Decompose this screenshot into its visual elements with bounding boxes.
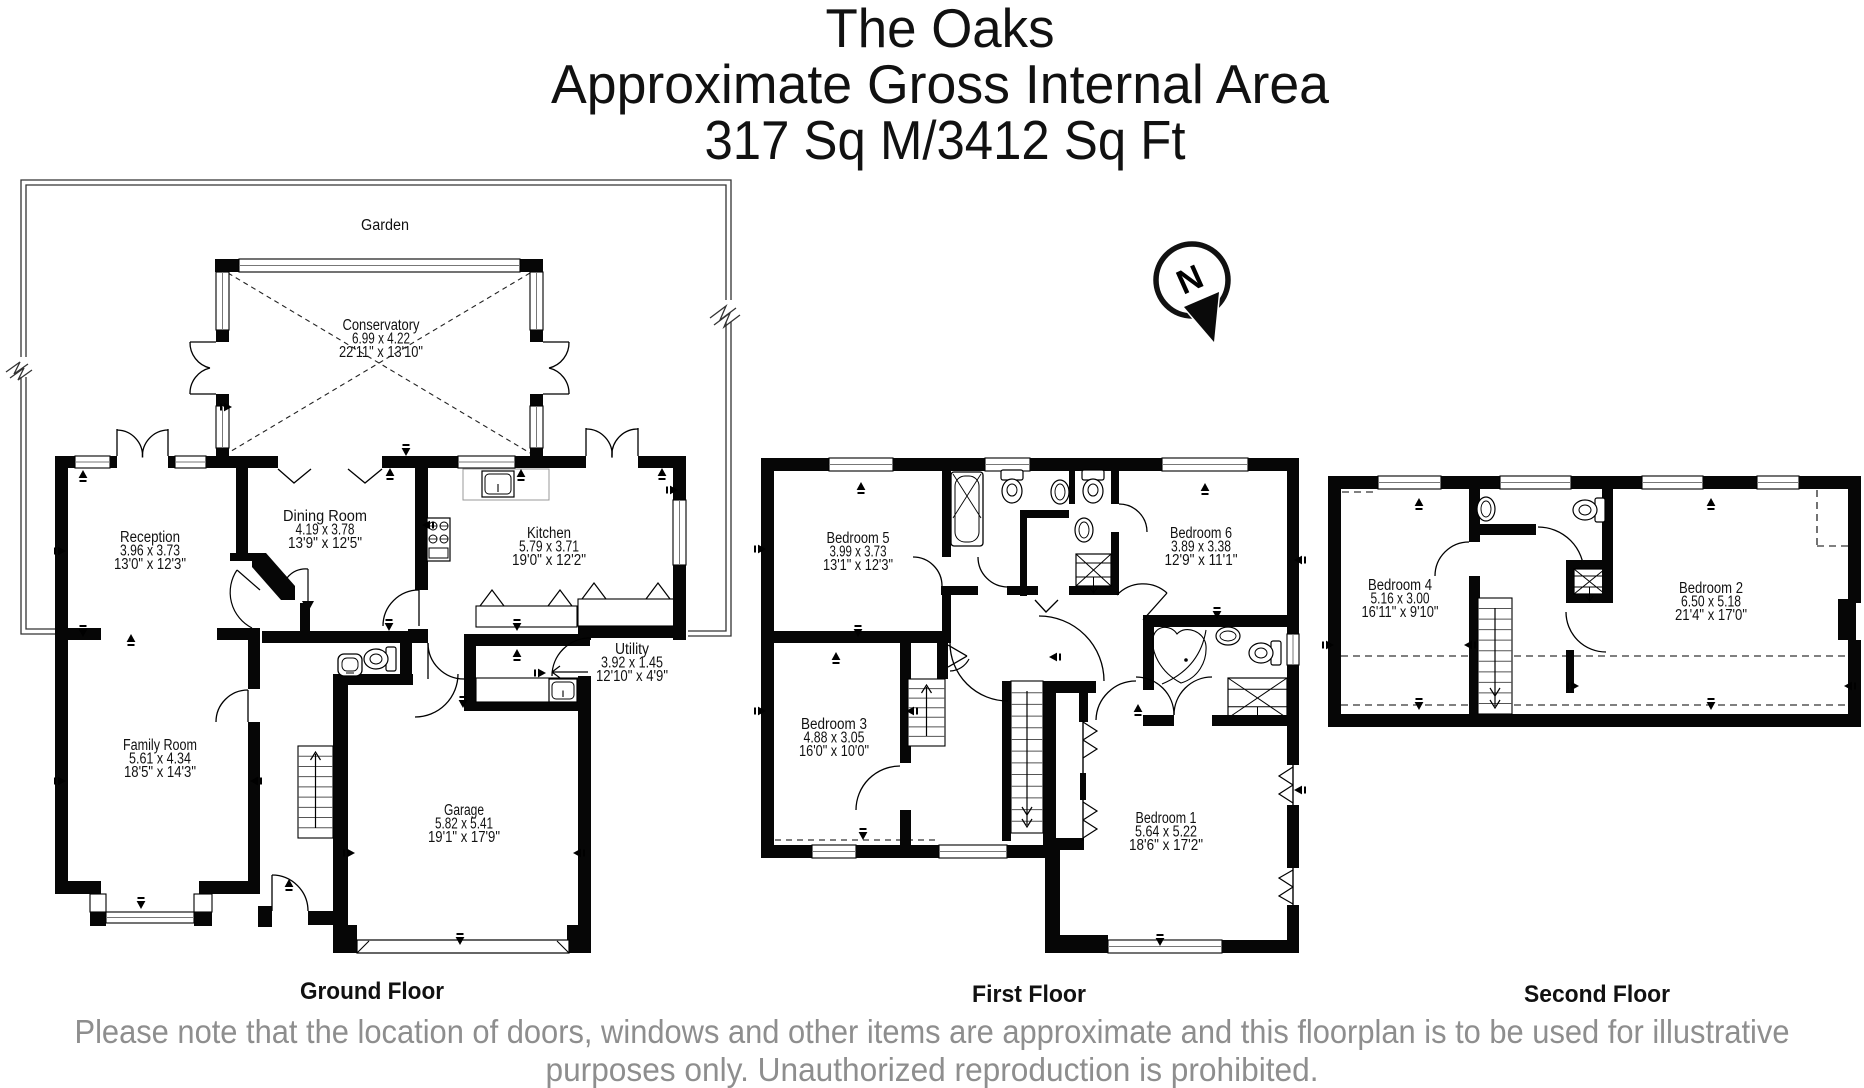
svg-text:Bedroom 1: Bedroom 1 <box>1136 810 1197 827</box>
svg-text:13'1" x 12'3": 13'1" x 12'3" <box>823 557 893 574</box>
svg-text:Second Floor: Second Floor <box>1524 981 1670 1008</box>
svg-text:13'9" x 12'5": 13'9" x 12'5" <box>288 535 362 552</box>
svg-text:Reception: Reception <box>120 529 180 546</box>
svg-text:5.16 x 3.00: 5.16 x 3.00 <box>1371 591 1430 608</box>
svg-text:4.88 x 3.05: 4.88 x 3.05 <box>804 730 865 747</box>
svg-text:Dining Room: Dining Room <box>283 508 367 525</box>
svg-text:Bedroom 6: Bedroom 6 <box>1170 525 1232 542</box>
svg-text:5.61 x 4.34: 5.61 x 4.34 <box>129 751 191 768</box>
svg-text:5.82 x 5.41: 5.82 x 5.41 <box>435 816 493 833</box>
svg-text:21'4" x 17'0": 21'4" x 17'0" <box>1675 607 1747 624</box>
svg-text:Utility: Utility <box>615 641 649 658</box>
svg-text:13'0" x 12'3": 13'0" x 12'3" <box>114 556 186 573</box>
svg-text:Approximate Gross Internal Are: Approximate Gross Internal Area <box>551 53 1329 115</box>
svg-text:6.50 x 5.18: 6.50 x 5.18 <box>1681 594 1741 611</box>
svg-text:Bedroom 2: Bedroom 2 <box>1679 580 1743 597</box>
svg-text:Garage: Garage <box>444 802 484 819</box>
svg-text:Conservatory: Conservatory <box>343 317 420 334</box>
svg-text:First Floor: First Floor <box>972 981 1086 1008</box>
svg-text:3.92 x 1.45: 3.92 x 1.45 <box>601 655 663 672</box>
svg-text:Bedroom 4: Bedroom 4 <box>1368 577 1432 594</box>
svg-text:Bedroom 3: Bedroom 3 <box>801 716 867 733</box>
svg-text:5.79 x 3.71: 5.79 x 3.71 <box>519 539 579 556</box>
svg-text:4.19 x 3.78: 4.19 x 3.78 <box>296 522 355 539</box>
svg-text:3.96 x 3.73: 3.96 x 3.73 <box>120 543 180 560</box>
svg-text:16'11" x 9'10": 16'11" x 9'10" <box>1362 604 1439 621</box>
svg-text:Garden: Garden <box>361 217 409 234</box>
svg-text:12'10" x 4'9": 12'10" x 4'9" <box>596 668 668 685</box>
svg-text:16'0" x 10'0": 16'0" x 10'0" <box>799 743 869 760</box>
svg-text:6.99 x 4.22: 6.99 x 4.22 <box>352 331 410 348</box>
svg-text:Ground Floor: Ground Floor <box>300 978 444 1005</box>
svg-text:Kitchen: Kitchen <box>527 525 571 542</box>
svg-text:5.64 x 5.22: 5.64 x 5.22 <box>1135 824 1197 841</box>
svg-text:Family Room: Family Room <box>123 737 197 754</box>
svg-text:22'11" x 13'10": 22'11" x 13'10" <box>339 344 423 361</box>
svg-text:18'6" x 17'2": 18'6" x 17'2" <box>1129 837 1203 854</box>
svg-text:Bedroom 5: Bedroom 5 <box>827 530 890 547</box>
svg-text:18'5" x 14'3": 18'5" x 14'3" <box>124 764 196 781</box>
svg-text:Please note that the location: Please note that the location of doors, … <box>75 1013 1790 1050</box>
svg-text:19'1" x 17'9": 19'1" x 17'9" <box>428 829 500 846</box>
svg-text:12'9" x 11'1": 12'9" x 11'1" <box>1165 552 1238 569</box>
svg-text:19'0" x 12'2": 19'0" x 12'2" <box>512 552 586 569</box>
svg-text:3.99 x 3.73: 3.99 x 3.73 <box>830 544 887 561</box>
svg-text:3.89 x 3.38: 3.89 x 3.38 <box>1171 539 1231 556</box>
svg-text:purposes only. Unauthorized re: purposes only. Unauthorized reproduction… <box>546 1051 1319 1088</box>
svg-text:The Oaks: The Oaks <box>826 0 1055 59</box>
svg-text:317 Sq M/3412 Sq Ft: 317 Sq M/3412 Sq Ft <box>705 109 1186 171</box>
